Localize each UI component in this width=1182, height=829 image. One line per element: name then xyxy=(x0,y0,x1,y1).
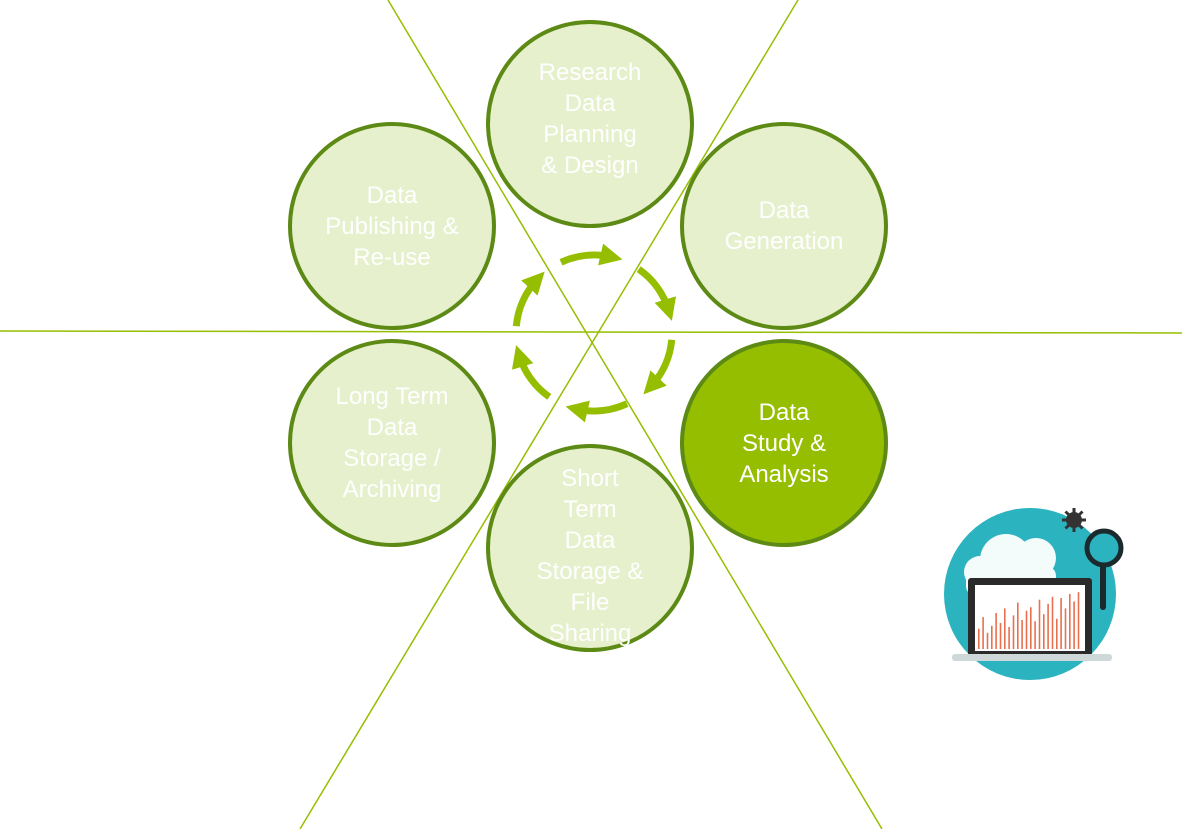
cycle-arrow xyxy=(643,339,676,395)
laptop-chart-bar xyxy=(1047,603,1049,649)
laptop-chart-bar xyxy=(1069,593,1071,649)
laptop-chart-bar xyxy=(995,613,997,649)
cloud-icon xyxy=(964,534,1056,596)
laptop-chart-bar xyxy=(1021,620,1023,649)
laptop-chart-bar xyxy=(1077,592,1080,649)
laptop-chart-bar xyxy=(1043,614,1045,649)
stage-label: Research Data Planning & Design xyxy=(538,59,642,179)
diagonal-divider-line xyxy=(387,0,883,829)
gear-icon xyxy=(1062,508,1086,532)
stage-label: Data Generation xyxy=(724,197,844,255)
stage-data-generation[interactable]: Data Generation xyxy=(680,122,888,330)
laptop-chart-bar xyxy=(1030,607,1032,649)
laptop-icon xyxy=(952,578,1112,661)
laptop-chart-bar xyxy=(1051,596,1054,649)
stage-long-term-storage[interactable]: Long Term Data Storage / Archiving xyxy=(288,339,496,547)
laptop-chart-bar xyxy=(1038,599,1041,649)
laptop-chart-bar xyxy=(1017,602,1019,649)
laptop-chart-bar xyxy=(1012,615,1015,649)
horizontal-divider-line xyxy=(0,330,1182,334)
laptop-chart-bar xyxy=(1025,610,1028,649)
cloud-analytics-laptop-icon xyxy=(944,508,1124,680)
laptop-chart-bar xyxy=(1056,618,1058,649)
laptop-chart-bar xyxy=(1060,598,1062,649)
laptop-chart-bar xyxy=(999,622,1002,649)
laptop-chart-bar xyxy=(986,632,989,649)
stage-label: Data Publishing & Re-use xyxy=(325,181,459,271)
stage-label: Long Term Data Storage / Archiving xyxy=(335,383,449,503)
stage-label: Data Study & Analysis xyxy=(739,398,829,488)
cycle-arrow xyxy=(511,345,552,400)
diagonal-divider-line xyxy=(299,0,799,829)
laptop-chart-bar xyxy=(1073,601,1075,649)
cycle-arrow xyxy=(559,243,623,266)
laptop-chart-bar xyxy=(991,625,993,649)
laptop-bar-chart xyxy=(978,592,1080,649)
stage-data-publishing[interactable]: Data Publishing & Re-use xyxy=(288,122,496,330)
stage-research-data-planning[interactable]: Research Data Planning & Design xyxy=(486,20,694,228)
laptop-chart-bar xyxy=(1064,608,1067,649)
cycle-arrow xyxy=(512,271,545,327)
laptop-chart-bar xyxy=(978,628,980,649)
cycle-arrow xyxy=(636,266,677,321)
stage-data-study-analysis[interactable]: Data Study & Analysis xyxy=(680,339,888,547)
stage-short-term-storage[interactable]: Short Term Data Storage & File Sharing xyxy=(486,444,694,652)
laptop-chart-bar xyxy=(1008,627,1010,649)
laptop-chart-bar xyxy=(982,617,984,649)
laptop-chart-bar xyxy=(1034,621,1036,649)
magnifier-icon xyxy=(1084,528,1124,610)
stage-label: Short Term Data Storage & File Sharing xyxy=(536,465,644,647)
cycle-arrow xyxy=(565,400,629,423)
laptop-chart-bar xyxy=(1004,608,1006,649)
